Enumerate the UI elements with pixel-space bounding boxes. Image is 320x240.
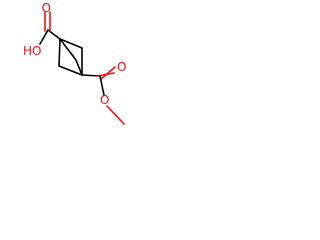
bond-ch2-left-to-bh2	[58, 65, 83, 76]
bond-acid-carbon-to-oh	[39, 29, 49, 45]
bicyclopentane-core	[58, 38, 83, 76]
structure-canvas: O HO O O	[0, 0, 167, 139]
bond-ester-carbon-to-o	[99, 75, 105, 96]
bond-bh1-to-ch2-right	[59, 38, 83, 49]
atom-o-carbonyl-bottom: O	[117, 60, 126, 74]
bond-ch2-front-to-bh2	[75, 59, 83, 76]
bond-bh1-to-ch2-front	[59, 38, 77, 61]
atom-hydroxyl: HO	[23, 44, 41, 58]
bond-bh1-to-ch2-left	[58, 38, 61, 67]
methyl-ester-group: O O	[81, 60, 126, 125]
carboxylic-acid-group: O HO	[23, 1, 61, 58]
atom-o-ester: O	[100, 93, 109, 107]
atom-o-carbonyl-top: O	[42, 1, 51, 15]
bond-o-to-methyl	[106, 105, 125, 125]
bond-c-double-o-bottom-b	[100, 66, 116, 80]
chemical-structure-drawing: O HO O O	[23, 1, 126, 125]
